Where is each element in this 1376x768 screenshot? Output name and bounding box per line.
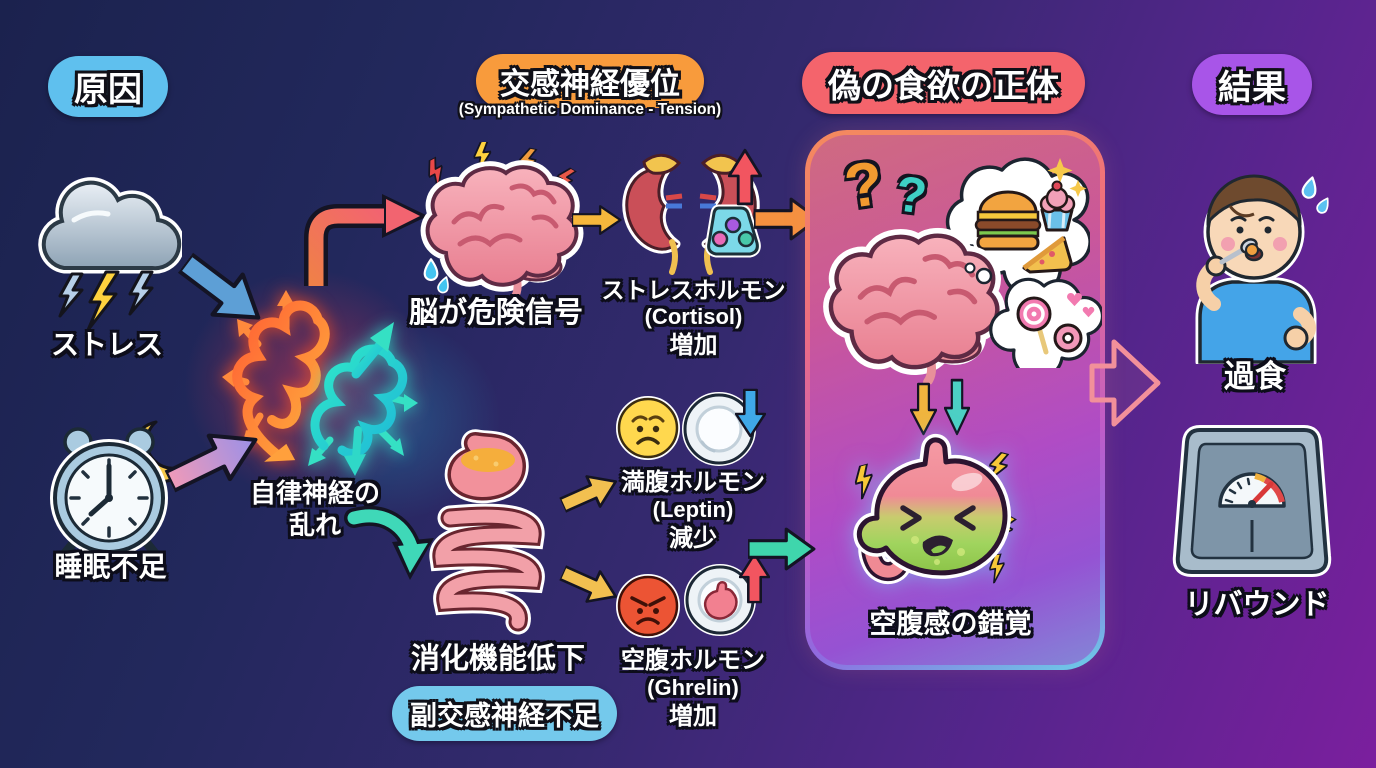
parasympathetic-badge-label: 副交感神経不足 — [410, 701, 599, 731]
false-appetite-badge-label: 偽の食欲の正体 — [828, 67, 1059, 104]
autonomic-line1: 自律神経の — [249, 478, 380, 508]
overeating-person-icon — [1195, 174, 1333, 364]
leptin-line2: (Leptin) — [652, 497, 734, 523]
leptin-down-arrow — [735, 388, 766, 438]
nerves-to-brain-arrow — [304, 194, 428, 286]
sweets-thought-bubble-icon — [964, 262, 1102, 368]
storm-cloud-icon — [38, 177, 182, 332]
empty-plate-icon — [682, 392, 756, 466]
angry-face-icon — [616, 574, 680, 638]
rebound-label: リバウンド — [1184, 589, 1330, 621]
cortisol-line1: ストレスホルモン — [601, 277, 786, 303]
autonomic-imbalance-label: 自律神経の 乱れ — [230, 478, 400, 541]
parasympathetic-badge: 副交感神経不足 — [392, 686, 617, 741]
sleep-deprivation-label: 睡眠不足 — [54, 551, 167, 582]
digestion-decline-label: 消化機能低下 — [410, 643, 585, 675]
leptin-label: 満腹ホルモン (Leptin) 減少 — [598, 468, 788, 553]
cortisol-label: ストレスホルモン (Cortisol) 増加 — [596, 276, 791, 360]
sympathetic-badge-label: 交感神経優位 — [500, 68, 680, 101]
overeating-label: 過食 — [1224, 359, 1286, 394]
stress-label: ストレス — [50, 329, 163, 360]
result-badge-label: 結果 — [1218, 69, 1286, 107]
cortisol-line3: 増加 — [669, 331, 718, 359]
plate-stomach-icon — [684, 564, 756, 636]
ghrelin-line3: 増加 — [669, 703, 717, 731]
ghrelin-line1: 空腹ホルモン — [621, 647, 765, 674]
alarm-clock-moon-icon — [50, 420, 192, 560]
angry-stomach-icon — [851, 434, 1019, 585]
intestines-icon — [429, 429, 545, 635]
cortisol-line2: (Cortisol) — [644, 304, 743, 330]
false-appetite-badge: 偽の食欲の正体 — [802, 52, 1085, 114]
result-badge: 結果 — [1192, 54, 1312, 115]
sympathetic-badge: 交感神経優位 — [476, 54, 704, 108]
box-to-results-arrow — [1089, 339, 1161, 427]
autonomic-line2: 乱れ — [288, 509, 341, 540]
tangled-nerves-teal-icon — [308, 322, 418, 476]
leptin-line3: 減少 — [669, 525, 717, 553]
hunger-illusion-label: 空腹感の錯覚 — [869, 609, 1032, 639]
leptin-line1: 満腹ホルモン — [621, 469, 765, 496]
alert-brain-icon — [414, 142, 586, 300]
weight-scale-icon — [1172, 425, 1332, 577]
sleep-to-nerves-arrow — [163, 433, 258, 493]
ghrelin-line2: (Ghrelin) — [647, 675, 739, 701]
brain-to-kidneys-arrow — [572, 204, 622, 236]
nerves-to-gut-arrow — [344, 506, 434, 580]
hormones-to-box-arrow — [748, 526, 816, 572]
sympathetic-subtitle: (Sympathetic Dominance - Tension) — [458, 101, 722, 118]
cause-badge-label: 原因 — [74, 71, 142, 109]
ghrelin-label: 空腹ホルモン (Ghrelin) 増加 — [598, 646, 788, 731]
kidneys-adrenal-icon — [622, 146, 761, 278]
question-mark-2: ? — [892, 165, 930, 225]
worried-face-icon — [616, 396, 680, 460]
gut-to-ghrelin-arrow — [555, 555, 625, 614]
cause-badge: 原因 — [48, 56, 168, 117]
brain-danger-label: 脳が危険信号 — [408, 297, 583, 329]
